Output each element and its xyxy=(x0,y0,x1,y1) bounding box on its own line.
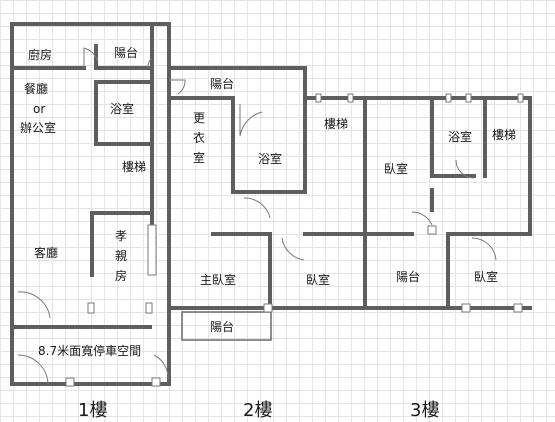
f1-dining-label: 餐廳 xyxy=(24,82,49,96)
f1-living-label: 客廳 xyxy=(34,246,59,260)
floor1-walls xyxy=(10,22,171,386)
f1-parking-label: 8.7米面寬停車空間 xyxy=(38,344,142,358)
f1-elder-room-label: 孝 親 房 xyxy=(114,229,127,283)
f1-balcony-label: 陽台 xyxy=(114,46,139,60)
f1-bath-label: 浴室 xyxy=(110,102,135,116)
floor1-doors xyxy=(17,47,169,387)
f3-bedroom-right-label: 臥室 xyxy=(474,270,499,284)
f2-balcony-bottom-label: 陽台 xyxy=(210,320,235,334)
f3-bath-label: 浴室 xyxy=(448,130,473,144)
f2-balcony-top-label: 陽台 xyxy=(210,77,235,91)
floor3-details xyxy=(411,93,524,313)
f3-balcony-label: 陽台 xyxy=(396,270,421,284)
f2-dressing-label: 更 衣 室 xyxy=(192,111,205,165)
f1-stairs-label: 樓梯 xyxy=(122,160,147,174)
f3-bedroom-left-label: 臥室 xyxy=(384,162,409,176)
f2-stairs-label: 樓梯 xyxy=(324,117,349,131)
f2-bedroom-label: 臥室 xyxy=(306,273,331,287)
f2-master-label: 主臥室 xyxy=(200,273,237,287)
floor1-caption: 1樓 xyxy=(78,400,108,421)
f3-stairs-label: 樓梯 xyxy=(492,128,517,142)
f1-office-label: 辦公室 xyxy=(20,121,57,135)
f1-or-label: or xyxy=(33,102,46,116)
f1-kitchen-label: 廚房 xyxy=(28,48,53,62)
floor3-caption: 3樓 xyxy=(410,400,440,421)
floor2-walls xyxy=(167,66,367,310)
floor2-details xyxy=(169,79,354,341)
f2-bath-label: 浴室 xyxy=(258,152,283,166)
floor2-caption: 2樓 xyxy=(243,400,273,421)
